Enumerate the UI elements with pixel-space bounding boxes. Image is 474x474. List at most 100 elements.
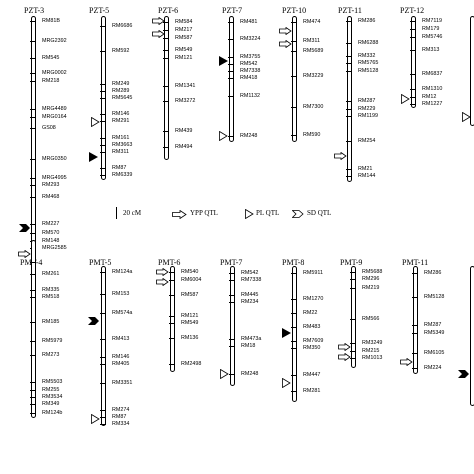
marker-label: RM540 [181,269,199,275]
marker-label: RM3534 [42,394,63,400]
marker-label: RM1310 [422,86,443,92]
marker-label: RM273 [42,352,60,358]
marker-label: RM161 [112,135,130,141]
ypp-qtl-marker-icon [279,27,292,35]
ypp-qtl-marker-icon [334,152,347,160]
marker-label: RM3229 [303,73,324,79]
marker-label: RM124b [42,410,63,416]
marker-label: RM6105 [424,350,445,356]
marker-label: MRG4489 [42,106,67,112]
marker-label: RM590 [303,132,321,138]
chromosome-bar [164,16,169,160]
marker-label: RM121 [181,313,199,319]
chromosome-bar [101,266,106,426]
marker-label: RM261 [42,271,60,277]
marker-label: RM1199 [358,113,378,119]
marker-label: RM5128 [424,294,445,300]
marker-label: RM5746 [422,34,443,40]
marker-label: RM6686 [112,23,133,29]
marker-label: RM81B [42,18,60,24]
marker-label: RM566 [362,316,380,322]
marker-label: RM483 [303,324,321,330]
marker-label: RM254 [358,138,376,144]
marker-label: RM124a [112,269,133,275]
chromosome-title: PZT-11 [338,6,362,15]
chromosome-bar [411,16,416,108]
marker-label: RM311 [112,149,129,155]
marker-label: RM494 [175,144,193,150]
ypp-qtl-marker-icon [156,278,169,286]
marker-label: RM87 [112,165,127,171]
marker-label: MRG0002 [42,70,67,76]
marker-label: RM413 [112,336,130,342]
marker-label: MRG0350 [42,156,67,162]
pl-qtl-marker-icon [219,131,228,141]
chromosome-bar [230,266,235,386]
marker-label: RM5979 [42,338,63,344]
marker-label: RM286 [358,18,376,24]
marker-label: RM6288 [358,40,379,46]
chromosome-title: PZT-7 [222,6,243,15]
marker-label: RM473a [241,336,262,342]
chromosome-title: PZT-12 [400,6,425,15]
marker-label: RM350 [303,345,321,351]
marker-label: RM7338 [241,277,262,283]
ypp-qtl-legend-icon [172,210,187,219]
marker-label: RM3663 [112,142,133,148]
marker-label: RM584 [175,19,193,25]
chromosome-title: PMT-11 [402,258,429,267]
marker-label: RM6004 [181,277,202,283]
marker-label: RM334 [112,421,130,427]
chromosome-title: PMT-6 [158,258,181,267]
marker-label: RM7338 [240,68,261,74]
marker-label: RM248 [241,371,259,377]
marker-label: RM227 [42,221,60,227]
chromosome-title: PMT-7 [220,258,243,267]
marker-label: RM179 [422,26,440,32]
marker-label: RM148 [42,238,60,244]
legend-ypp-label: YPP QTL [190,209,218,217]
pl-qtl-marker-icon [91,414,100,424]
marker-label: RM296 [362,276,380,282]
marker-label: RM518 [42,294,60,300]
marker-label: RM405 [112,361,130,367]
chromosome-title: PMT-9 [340,258,363,267]
marker-label: RM311 [303,38,320,44]
ypp-qtl-marker-icon [156,268,169,276]
chromosome-bar [347,16,352,182]
pl-qtl-marker-icon [282,378,291,388]
marker-label: RM7119 [422,18,442,24]
marker-label: RM5128 [358,68,379,74]
marker-label: RM291 [112,118,130,124]
marker-label: RM22 [303,310,318,316]
marker-label: RM146 [112,111,130,117]
marker-label: RM5765 [358,60,379,66]
marker-label: RM3272 [175,98,196,104]
marker-label: RM3224 [240,36,261,42]
legend-pl-label: PL QTL [256,209,280,217]
scale-bar [116,207,117,219]
chromosome-bar [229,16,234,142]
marker-label: RM7609 [303,338,324,344]
chromosome-title: PZT-3 [24,6,45,15]
marker-label: RM289 [112,88,130,94]
marker-label: RM286 [424,270,442,276]
marker-label: RM570 [42,230,60,236]
marker-label: RM335 [42,287,60,293]
sd-qtl-marker-icon [458,370,469,378]
marker-label: RM332 [358,53,376,59]
marker-label: RM287 [358,98,376,104]
chromosome-title: PMT-5 [89,258,112,267]
marker-label: RM313 [422,47,440,53]
marker-label: RM18 [241,343,256,349]
pl-qtl-marker-icon [91,117,100,127]
chromosome-bar [292,16,297,142]
marker-label: RM136 [181,335,199,341]
marker-label: RM468 [42,194,60,200]
chromosome-bar [170,266,175,372]
ypp-qtl-marker-icon [152,30,165,38]
marker-label: RM1013 [362,355,383,361]
marker-label: RM587 [175,35,193,41]
marker-label: RM293 [42,182,60,188]
marker-label: RM5645 [112,95,133,101]
